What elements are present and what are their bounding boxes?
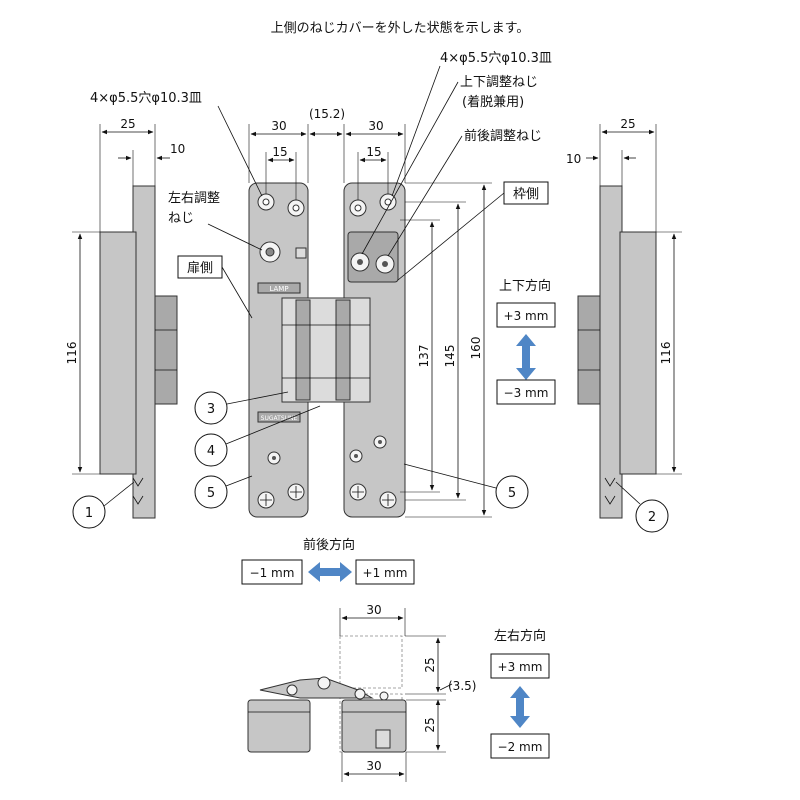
hole-spec-left-label: 4×φ5.5穴φ10.3皿	[90, 91, 202, 106]
dim-right-10: 10	[566, 152, 581, 166]
dim-145: 145	[443, 345, 457, 368]
bottom-right-plate	[341, 699, 407, 753]
dim-left-25: 25	[120, 117, 135, 131]
dim-bottom-30-top: 30	[366, 603, 381, 617]
bottom-top-view: 30 30 25 25 (3.5)	[247, 603, 476, 782]
front-back-adjust-indicator: 前後方向 −1 mm +1 mm	[241, 537, 415, 585]
dim-160: 160	[469, 337, 483, 360]
lateral-adjust-label-1: 左右調整	[168, 191, 220, 206]
brand-mark-upper: LAMP	[269, 285, 288, 293]
dim-bottom-25-upper: 25	[423, 657, 437, 672]
dim-bottom-gap: (3.5)	[448, 679, 476, 693]
part-number-callouts: 1 2 3 4 5 5	[72, 391, 669, 533]
dim-137: 137	[417, 345, 431, 368]
part-number-4: 4	[207, 444, 215, 459]
part-number-circle	[194, 475, 228, 509]
dim-bottom-25-lower: 25	[423, 717, 437, 732]
left-mount-body	[99, 231, 137, 475]
lateral-adjust-indicator: 左右方向 +3 mm −2 mm	[490, 628, 550, 759]
right-side-view: 25 10 116	[566, 117, 682, 519]
right-back-plate	[599, 185, 623, 519]
dim-left-116: 116	[65, 342, 79, 365]
dim-bottom-30-bottom: 30	[366, 759, 381, 773]
part-number-circle	[194, 433, 228, 467]
lateral-minus-value: −2 mm	[498, 740, 543, 754]
dim-left-15: 15	[272, 145, 287, 159]
brand-plate-upper	[257, 282, 301, 294]
frame-side-label: 枠側	[513, 187, 539, 202]
lateral-plus-value: +3 mm	[498, 660, 543, 674]
left-side-view: 25 10 116	[65, 117, 185, 519]
front-back-adjust-label: 前後調整ねじ	[464, 128, 542, 144]
dim-left-10: 10	[170, 142, 185, 156]
front-back-title: 前後方向	[303, 537, 355, 553]
front-back-minus-box	[241, 559, 303, 585]
right-knuckle	[577, 295, 601, 405]
center-front-view: LAMP SUGATSUNE 30 (15.2) 30	[248, 107, 492, 518]
dim-gap: (15.2)	[309, 107, 345, 121]
front-back-arrow-icon	[308, 562, 352, 582]
front-back-minus-value: −1 mm	[250, 566, 295, 580]
dim-right-15: 15	[366, 145, 381, 159]
part-number-circle	[194, 391, 228, 425]
callouts: 4×φ5.5穴φ10.3皿 4×φ5.5穴φ10.3皿 上下調整ねじ (着脱兼用…	[90, 51, 552, 319]
dim-right-25: 25	[620, 117, 635, 131]
front-back-plus-value: +1 mm	[363, 566, 408, 580]
hole-spec-right-label: 4×φ5.5穴φ10.3皿	[440, 51, 552, 66]
lateral-arrow-icon	[510, 686, 530, 728]
front-back-plus-box	[355, 559, 415, 585]
vertical-adjust-title: 上下方向	[499, 278, 551, 294]
part-number-5b: 5	[508, 486, 516, 501]
part-number-circle	[635, 499, 669, 533]
bottom-left-plate	[247, 699, 311, 753]
dim-right-30: 30	[368, 119, 383, 133]
dim-right-116: 116	[659, 342, 673, 365]
lateral-minus-box	[490, 733, 550, 759]
dim-left-30: 30	[271, 119, 286, 133]
vertical-adjust-label: 上下調整ねじ	[460, 75, 538, 90]
part-number-2: 2	[648, 510, 656, 525]
brand-plate-lower	[257, 411, 301, 423]
vertical-plus-value: +3 mm	[504, 309, 549, 323]
lateral-plus-box	[490, 653, 550, 679]
part-number-3: 3	[207, 402, 215, 417]
page-title: 上側のねじカバーを外した状態を示します。	[271, 20, 530, 36]
center-mechanism	[281, 297, 371, 403]
vertical-arrow-icon	[516, 334, 536, 380]
vertical-plus-box	[496, 302, 556, 328]
door-side-label: 扉側	[187, 260, 213, 276]
vertical-adjust-indicator: 上下方向 +3 mm −3 mm	[496, 278, 556, 405]
part-number-circle	[495, 475, 529, 509]
vertical-adjust-note: (着脱兼用)	[462, 94, 524, 110]
part-number-5a: 5	[207, 486, 215, 501]
part-number-circle	[72, 495, 106, 529]
vertical-minus-box	[496, 379, 556, 405]
left-knuckle	[154, 295, 178, 405]
lateral-adjust-label-2: ねじ	[168, 211, 194, 226]
lateral-title: 左右方向	[494, 628, 546, 644]
vertical-minus-value: −3 mm	[504, 386, 549, 400]
right-mount-body	[619, 231, 657, 475]
brand-mark-lower: SUGATSUNE	[261, 415, 298, 422]
part-number-1: 1	[85, 506, 93, 521]
